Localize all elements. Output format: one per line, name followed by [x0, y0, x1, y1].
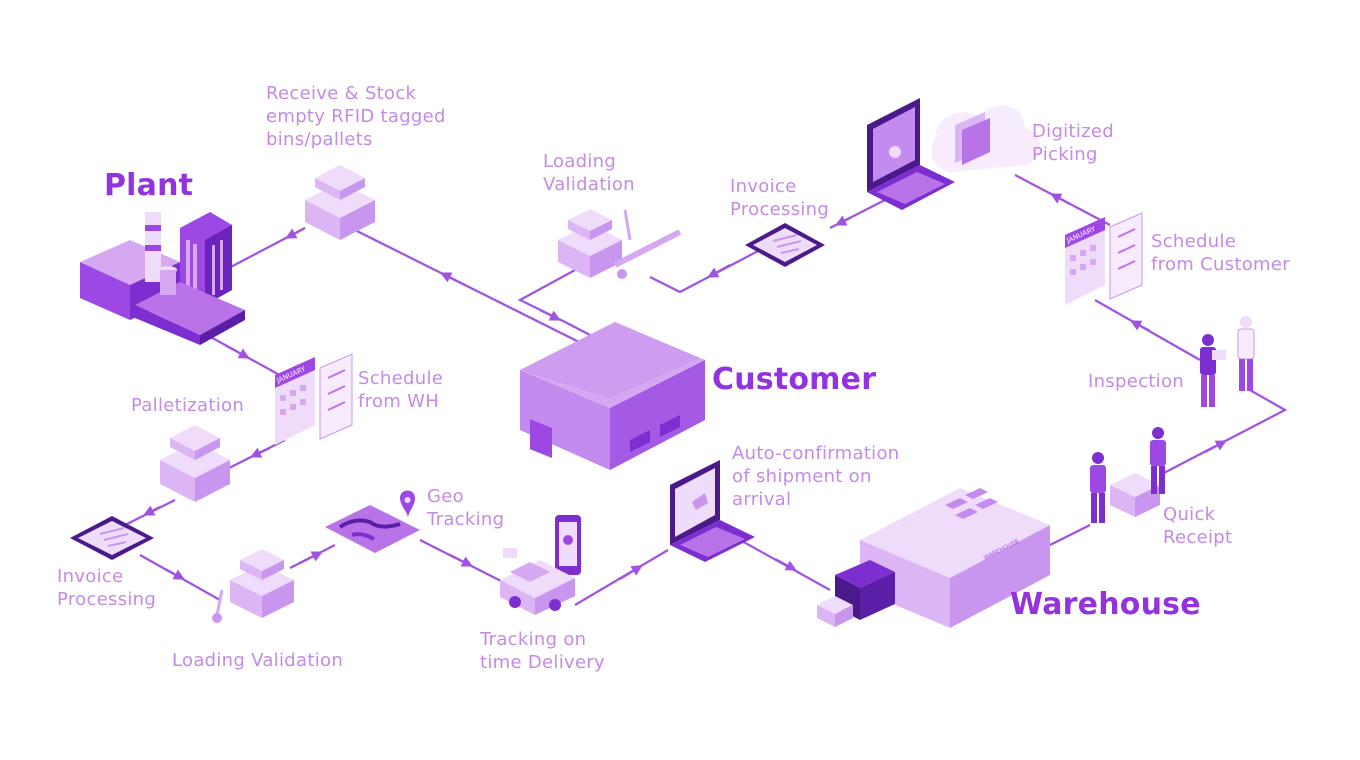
- auto-confirmation-label: Auto-confirmation of shipment on arrival: [732, 443, 900, 510]
- flow-laptop-to-invoice: [829, 199, 886, 229]
- digitized-picking-label: Digitized Picking: [1032, 121, 1114, 165]
- laptop-bottom-icon: [670, 460, 755, 562]
- laptop-top-icon: [867, 98, 955, 210]
- plant-label: Plant: [104, 168, 194, 203]
- tracking-delivery-label: Tracking on time Delivery: [480, 629, 606, 673]
- quick-receipt-label: Quick Receipt: [1163, 504, 1233, 548]
- customer-label: Customer: [712, 362, 877, 397]
- box-stack-icon: [305, 165, 375, 240]
- receive-stock-label: Receive & Stock empty RFID tagged bins/p…: [266, 83, 446, 150]
- loading-validation-bottom-label: Loading Validation: [172, 650, 344, 671]
- warehouse-label: Warehouse: [1010, 587, 1201, 622]
- inspection-label: Inspection: [1088, 371, 1184, 392]
- quick-receipt-icon: [1090, 427, 1166, 523]
- schedule-from-wh-label: Schedule from WH: [358, 368, 444, 412]
- truck-phone-icon: [500, 515, 581, 615]
- tablet-invoice-bottom-icon: [70, 516, 154, 560]
- palletization-label: Palletization: [131, 395, 245, 416]
- pallet-jack-bottom-icon: [212, 549, 294, 623]
- calendar-wh-icon: JANUARY: [275, 353, 353, 445]
- flow-invoice-to-loading-top: [649, 249, 761, 294]
- palletization-boxes-icon: [160, 425, 230, 502]
- warehouse-building-icon: WAREHOUSE: [817, 488, 1050, 628]
- schedule-from-customer-label: Schedule from Customer: [1151, 231, 1290, 275]
- geo-tracking-label: Geo Tracking: [427, 486, 505, 530]
- map-pin-icon: [325, 490, 420, 553]
- inspection-people-icon: [1200, 316, 1255, 407]
- calendar-customer-icon: JANUARY: [1065, 212, 1143, 305]
- loading-validation-top-label: Loading Validation: [543, 151, 635, 195]
- flow-warehouse-to-receipt: [1049, 524, 1091, 546]
- tablet-invoice-top-icon: [745, 223, 825, 267]
- invoice-processing-top-label: Invoice Processing: [730, 176, 830, 220]
- flow-loading-to-customer: [517, 269, 591, 336]
- customer-building-icon: [520, 322, 705, 470]
- pallet-jack-top-icon: [558, 209, 682, 279]
- plant-icon: [80, 212, 245, 345]
- cloud-folder-icon: [931, 105, 1040, 172]
- flow-lines: [124, 174, 1288, 606]
- flow-receipt-to-inspection: [1159, 389, 1288, 476]
- invoice-processing-bottom-label: Invoice Processing: [57, 566, 157, 610]
